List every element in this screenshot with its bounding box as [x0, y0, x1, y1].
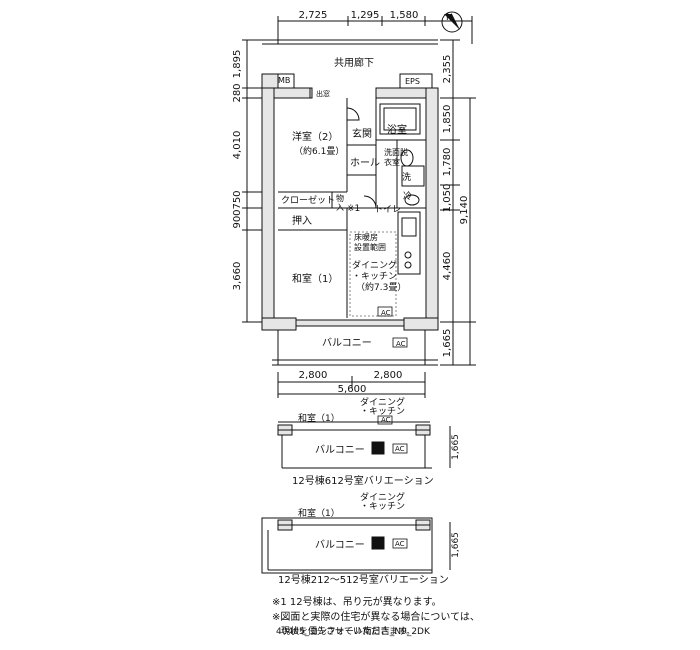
storage-label-2: 入	[336, 203, 344, 212]
dining-area: （約7.3畳）	[356, 281, 406, 293]
dim-left-1: 1,895	[232, 50, 243, 79]
dining-label-1: ダイニング	[352, 259, 397, 271]
dim-left-6: 3,660	[232, 262, 243, 291]
toilet-label: トイレ	[374, 205, 401, 215]
ac-label-dining: AC	[381, 309, 391, 317]
variation-1-dim: 1,665	[451, 434, 461, 460]
variation-1-dining-1: ダイニング	[360, 396, 405, 408]
washroom-label-1: 洗面脱	[384, 147, 408, 157]
note-mark: ※1	[347, 204, 360, 214]
dining-label-2: ・キッチン	[352, 271, 397, 282]
western-room-area: （約6.1畳）	[294, 145, 344, 157]
oshiire-label: 押入	[292, 214, 312, 227]
note-line-2: ※図面と実際の住宅が異なる場合については、	[272, 612, 480, 623]
dim-right-6: 1,665	[442, 329, 453, 358]
balcony-label: バルコニー	[322, 337, 372, 349]
variation-1-caption: 12号棟612号室バリエーション	[292, 474, 434, 487]
corridor-label: 共用廊下	[334, 56, 374, 69]
variation-1-balcony: バルコニー	[315, 444, 365, 456]
floor-heating-label-1: 床暖房	[354, 232, 378, 242]
variation-2-dim: 1,665	[451, 532, 461, 558]
ac-label-balcony: AC	[396, 340, 406, 348]
dim-right-2: 1,850	[442, 105, 453, 134]
dim-bottom-total: 5,600	[338, 384, 367, 395]
dim-right-3: 1,780	[442, 148, 453, 177]
compass-icon: N	[441, 11, 463, 33]
dim-left-3: 4,010	[232, 131, 243, 160]
dim-left-4: 750	[232, 190, 243, 209]
eps-label: EPS	[405, 77, 420, 86]
floor-heating-label-2: 設置範囲	[354, 242, 386, 252]
dim-right-5: 4,460	[442, 252, 453, 281]
storage-label-1: 物	[336, 193, 344, 203]
mb-label: MB	[278, 76, 290, 85]
variation-1-dining-2: ・キッチン	[360, 406, 405, 417]
western-room-label: 洋室（2）	[292, 130, 338, 143]
dim-bottom-1: 2,800	[299, 370, 328, 381]
dim-left-2: 280	[232, 83, 243, 102]
washroom-label-2: 衣室	[384, 157, 400, 167]
dim-right-1: 2,355	[442, 55, 453, 84]
hall-label: ホール	[350, 157, 380, 169]
variation-1-ac-top: AC	[381, 416, 391, 424]
variation-2-washitsu: 和室（1）	[298, 507, 340, 519]
entrance-label: 玄関	[352, 127, 372, 140]
japanese-room-label: 和室（1）	[292, 272, 338, 285]
dim-top-3: 1,580	[390, 10, 419, 21]
variation-2-caption: 12号棟212～512号室バリエーション	[278, 573, 449, 586]
variation-2-balcony: バルコニー	[315, 539, 365, 551]
footer-code: 40405_コンフォール南日吉_N9_2DK	[276, 625, 431, 637]
dim-right-total: 9,140	[459, 196, 470, 225]
variation-2-ac: AC	[395, 540, 405, 548]
bath-label: 浴室	[387, 123, 407, 136]
dim-top-2: 1,295	[351, 10, 380, 21]
window-mark-label: 出窓	[316, 89, 330, 98]
note-line-1: ※1 12号棟は、吊り元が異なります。	[272, 597, 442, 608]
washer-label: 洗	[402, 171, 411, 183]
variation-1-ac: AC	[395, 445, 405, 453]
variation-2-dining-1: ダイニング	[360, 491, 405, 503]
refrigerator-label: 冷	[403, 190, 412, 202]
dim-left-5: 900	[232, 209, 243, 228]
variation-1-washitsu: 和室（1）	[298, 412, 340, 424]
svg-text:N: N	[446, 13, 453, 23]
note-line-3: 現状を優先させていただきます。	[272, 627, 416, 637]
closet-label: クローゼット	[281, 194, 335, 206]
variation-2-dining-2: ・キッチン	[360, 501, 405, 512]
dim-top-1: 2,725	[299, 10, 328, 21]
dim-right-4: 1,050	[442, 184, 453, 213]
dim-bottom-2: 2,800	[374, 370, 403, 381]
